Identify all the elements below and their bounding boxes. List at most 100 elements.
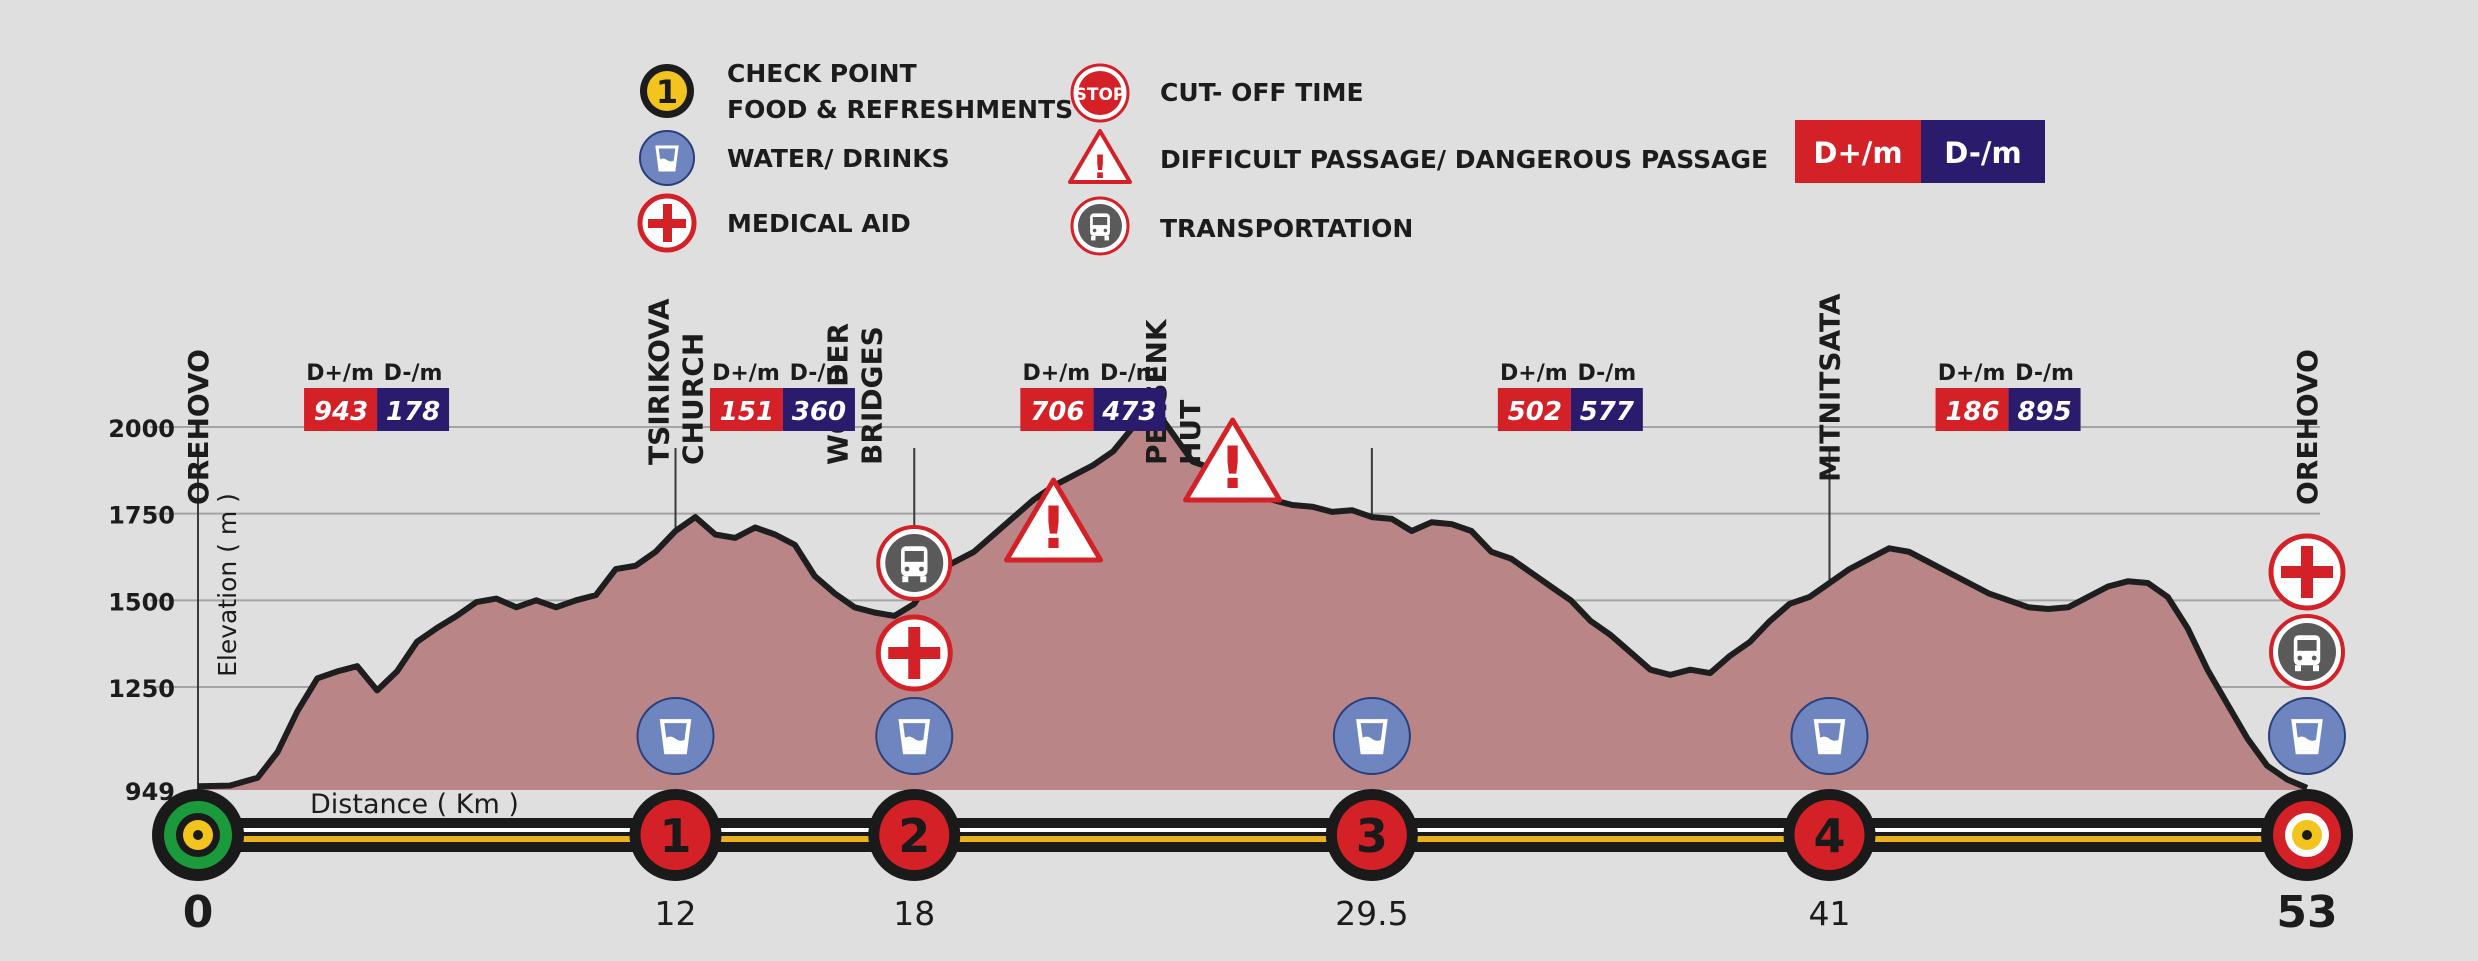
segment-dplus-header: D+/m bbox=[306, 361, 374, 386]
location-label: OREHOVO bbox=[182, 349, 215, 505]
y-tick-label: 1250 bbox=[108, 675, 175, 703]
x-axis-label: Distance ( Km ) bbox=[310, 789, 519, 820]
checkpoint-number: 2 bbox=[898, 809, 930, 863]
legend-label-transport: TRANSPORTATION bbox=[1160, 214, 1413, 243]
segment-dminus-value: 473 bbox=[1101, 397, 1156, 427]
checkpoint-number: 4 bbox=[1813, 809, 1845, 863]
water-cup-icon bbox=[639, 130, 695, 186]
legend-dplus-label: D+/m bbox=[1813, 136, 1902, 170]
axis-labels: Elevation ( m ) Distance ( Km ) bbox=[213, 493, 519, 820]
warning-triangle-icon bbox=[1183, 417, 1283, 503]
segment-dplus-box bbox=[1020, 388, 1094, 431]
legend-item-medical: MEDICAL AID bbox=[637, 193, 911, 253]
legend-dminus-box bbox=[1921, 120, 2045, 183]
distance-label: 0 bbox=[183, 887, 214, 938]
water-cup-icon bbox=[636, 697, 715, 775]
checkpoint-marker-fill bbox=[1794, 800, 1865, 870]
legend-dplus-box bbox=[1795, 120, 1921, 183]
location-label: CHURCH bbox=[677, 333, 710, 465]
water-cup-icon bbox=[2268, 697, 2346, 775]
legend-label-medical: MEDICAL AID bbox=[727, 209, 911, 238]
segment-dplus-header: D+/m bbox=[1938, 361, 2006, 386]
segment-dminus-box bbox=[1093, 388, 1166, 431]
segment-dminus-header: D-/m bbox=[384, 361, 443, 386]
medical-cross-horizontal bbox=[888, 647, 941, 659]
segment-dplus-box bbox=[1497, 388, 1571, 431]
segment-dplus-box bbox=[304, 388, 378, 431]
warning-triangle-glyph: ! bbox=[1093, 148, 1108, 186]
y-tick-label: 1750 bbox=[108, 502, 175, 530]
elevation-area bbox=[198, 406, 2307, 790]
location-labels: OREHOVOTSIRIKOVACHURCHWONDERBRIDGESPERSE… bbox=[182, 293, 2324, 505]
segment-dminus-header: D-/m bbox=[1100, 361, 1159, 386]
segment-dplus-value: 186 bbox=[1945, 397, 1999, 427]
y-tick-label: 949 bbox=[125, 778, 175, 806]
y-axis-label: Elevation ( m ) bbox=[213, 493, 242, 677]
distance-label: 12 bbox=[655, 894, 697, 933]
location-label: OREHOVO bbox=[2291, 349, 2324, 505]
segment-dplus-header: D+/m bbox=[1023, 361, 1091, 386]
segment-dminus-value: 178 bbox=[386, 397, 440, 427]
warning-triangle-glyph: ! bbox=[1219, 434, 1245, 502]
warning-triangle-icon bbox=[1068, 129, 1132, 184]
track-base bbox=[198, 818, 2307, 852]
distance-label: 18 bbox=[893, 894, 935, 933]
location-label: HUT bbox=[1174, 400, 1207, 465]
segment-dplus-box bbox=[709, 388, 783, 431]
legend-label-water: WATER/ DRINKS bbox=[727, 144, 950, 173]
legend-item-cutoff: STOP CUT- OFF TIME bbox=[1070, 63, 1364, 123]
segment-dplus-value: 151 bbox=[720, 397, 774, 427]
legend-item-checkpoint: 1 CHECK POINT FOOD & REFRESHMENTS bbox=[640, 59, 1073, 124]
track-stripe-white bbox=[198, 828, 2307, 832]
aid-station-markers: !! bbox=[636, 417, 2346, 775]
segment-dminus-value: 895 bbox=[2017, 397, 2071, 427]
distance-label: 41 bbox=[1808, 894, 1850, 933]
legend-dminus-label: D-/m bbox=[1944, 136, 2021, 170]
segment-dplus-value: 502 bbox=[1508, 397, 1562, 427]
legend-item-transport: TRANSPORTATION bbox=[1070, 196, 1413, 256]
segment-dplus-header: D+/m bbox=[712, 361, 780, 386]
segment-dminus-box bbox=[2008, 388, 2081, 431]
checkpoint-icon-inner bbox=[647, 71, 687, 111]
segment-dminus-header: D-/m bbox=[1577, 361, 1636, 386]
distance-label: 53 bbox=[2276, 887, 2337, 938]
legend-label-cutoff: CUT- OFF TIME bbox=[1160, 78, 1364, 107]
location-label: TSIRIKOVA bbox=[643, 298, 676, 465]
y-tick-label: 1500 bbox=[108, 588, 175, 616]
y-tick-label: 2000 bbox=[108, 415, 175, 443]
segment-dplus-value: 706 bbox=[1030, 397, 1084, 427]
legend-label-checkpoint: CHECK POINT bbox=[727, 59, 917, 88]
checkpoint-marker-fill bbox=[640, 800, 711, 870]
location-label: MITNITSATA bbox=[1813, 293, 1846, 482]
distance-labels: 0 12 18 29.5 41 53 bbox=[183, 887, 2338, 938]
segment-dplus-value: 943 bbox=[314, 397, 368, 427]
segment-dminus-value: 360 bbox=[792, 397, 846, 427]
y-tick-labels: 949 1250 1500 1750 2000 bbox=[108, 415, 175, 806]
segment-dminus-value: 577 bbox=[1580, 397, 1635, 427]
segment-dminus-box bbox=[377, 388, 450, 431]
distance-label: 29.5 bbox=[1335, 894, 1408, 933]
segment-dminus-header: D-/m bbox=[790, 361, 849, 386]
checkpoint-number: 3 bbox=[1356, 809, 1388, 863]
water-cup-icon bbox=[1332, 697, 1411, 775]
stop-sign-glyph: STOP bbox=[1075, 85, 1126, 105]
legend: 1 CHECK POINT FOOD & REFRESHMENTS WATER/… bbox=[637, 59, 2045, 256]
water-cup-icon bbox=[1790, 697, 1869, 775]
warning-triangle-glyph: ! bbox=[1040, 494, 1066, 562]
checkpoint-icon-glyph: 1 bbox=[656, 73, 678, 111]
segment-dminus-header: D-/m bbox=[2015, 361, 2074, 386]
finish-marker-dot bbox=[2302, 830, 2312, 840]
legend-item-water: WATER/ DRINKS bbox=[639, 130, 950, 186]
checkpoint-marker-fill bbox=[1336, 800, 1407, 870]
segment-dplus-header: D+/m bbox=[1500, 361, 1568, 386]
start-marker-dot bbox=[193, 830, 203, 840]
water-cup-icon bbox=[875, 697, 954, 775]
segment-dminus-box bbox=[1570, 388, 1643, 431]
warning-triangle-icon bbox=[1004, 477, 1104, 563]
segment-dminus-box bbox=[782, 388, 855, 431]
legend-label-danger: DIFFICULT PASSAGE/ DANGEROUS PASSAGE bbox=[1160, 145, 1768, 174]
medical-cross-horizontal bbox=[2281, 566, 2333, 578]
legend-label-food: FOOD & REFRESHMENTS bbox=[727, 95, 1073, 124]
